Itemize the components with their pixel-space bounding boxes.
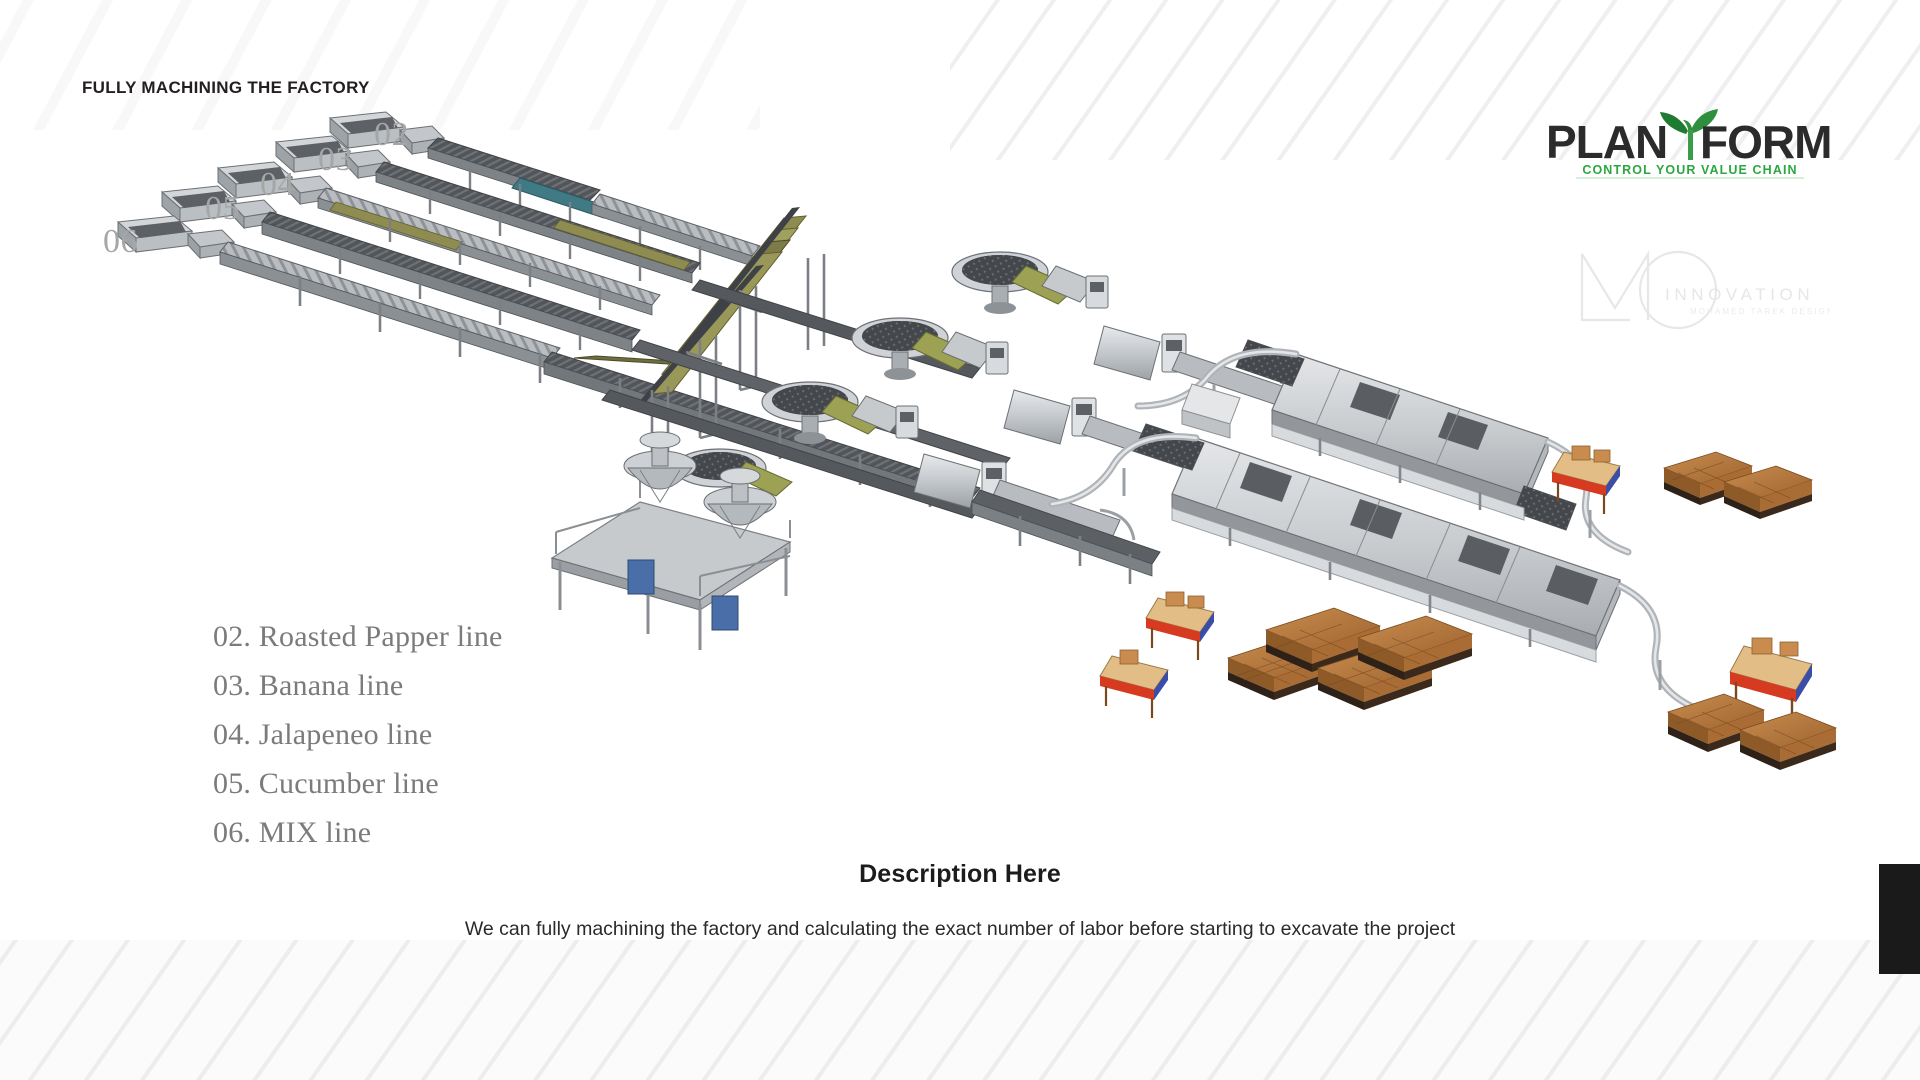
packing-module-1: [1093, 325, 1187, 381]
callout-number-02: 02: [374, 116, 409, 153]
watermark-title: INNOVATION: [1665, 285, 1814, 304]
packing-table-1: [1551, 445, 1621, 514]
logo-word-left: PLAN: [1546, 116, 1667, 168]
packing-table-3: [1099, 649, 1169, 718]
carton-pallet-4: [1356, 615, 1474, 680]
control-cabinet-blue-1: [627, 559, 655, 595]
carton-pallet-8: [1738, 711, 1838, 770]
hopper-05: [160, 185, 238, 224]
control-cabinet-blue-2: [711, 595, 739, 631]
outfeed-conveyor-group: [971, 489, 1161, 584]
monogram-m-body: [1581, 250, 1650, 320]
carton-pallet-7: [1666, 693, 1766, 752]
sprout-icon: [1660, 109, 1718, 160]
logo-word-right: FORM: [1700, 116, 1831, 168]
tunnel-machine-upper: [1235, 339, 1577, 531]
factory-cad-render: [116, 111, 1838, 770]
production-line-04: [216, 161, 661, 316]
multihead-weigher-group: [550, 431, 792, 650]
carton-pallet-6: [1722, 465, 1814, 519]
packing-module-3: [913, 453, 1007, 509]
description-body: We can fully machining the factory and c…: [464, 918, 1456, 940]
monogram-o: [1638, 250, 1718, 330]
legend-item-03: 03. Banana line: [213, 669, 404, 702]
tunnel-machines-group: [1048, 339, 1708, 716]
watermark-subtitle: MOHAMED TAREK DESIGNS: [1690, 307, 1830, 316]
packing-tables-group: [1099, 445, 1813, 722]
rotary-tables-group: [673, 251, 1109, 497]
description-title: Description Here: [859, 860, 1061, 888]
carton-pallets-group: [1226, 451, 1838, 770]
legend-item-02: 02. Roasted Papper line: [213, 620, 503, 653]
production-line-03: [274, 135, 701, 284]
plantform-logo: PLAN FORM CONTROL YOUR VALUE CHAIN: [1546, 109, 1832, 179]
multihead-weigher-2: [703, 467, 777, 539]
hopper-06: [116, 215, 194, 254]
packing-table-2: [1145, 591, 1215, 660]
production-line-legend: 02. Roasted Papper line 03. Banana line …: [213, 612, 503, 857]
right-edge-black-bar: [1879, 864, 1920, 974]
service-box: [1181, 383, 1241, 439]
callout-number-05: 05: [205, 190, 240, 227]
page-title: FULLY MACHINING THE FACTORY: [82, 78, 370, 97]
multihead-weigher-1: [623, 431, 697, 503]
rotary-table-1: [951, 251, 1109, 314]
packing-table-4: [1729, 637, 1813, 722]
mo-innovation-watermark: INNOVATION MOHAMED TAREK DESIGNS: [1580, 250, 1830, 330]
hopper-02: [328, 111, 406, 150]
hopper-04: [216, 161, 294, 200]
packing-module-2: [1003, 389, 1097, 445]
background-diagonal-texture-bottom-accent: [0, 0, 760, 130]
production-line-05: [160, 185, 641, 353]
legend-item-05: 05. Cucumber line: [213, 767, 439, 800]
legend-item-06: 06. MIX line: [213, 816, 372, 849]
factory-3d-isometric-layout: 02 03 04 05 06: [0, 90, 1920, 970]
callout-number-04: 04: [260, 166, 295, 203]
tunnel-machine-lower: [1133, 423, 1621, 663]
legend-item-04: 04. Jalapeneo line: [213, 718, 433, 751]
callout-number-03: 03: [318, 141, 353, 178]
callout-number-06: 06: [103, 223, 138, 260]
logo-tagline: CONTROL YOUR VALUE CHAIN: [1582, 163, 1797, 177]
rotary-table-3: [761, 381, 919, 444]
rotary-table-2: [851, 317, 1009, 380]
intake-lines-group: [116, 111, 981, 511]
monogram-m-left: [1580, 254, 1630, 322]
description-block: Description Here We can fully machining …: [460, 860, 1460, 944]
